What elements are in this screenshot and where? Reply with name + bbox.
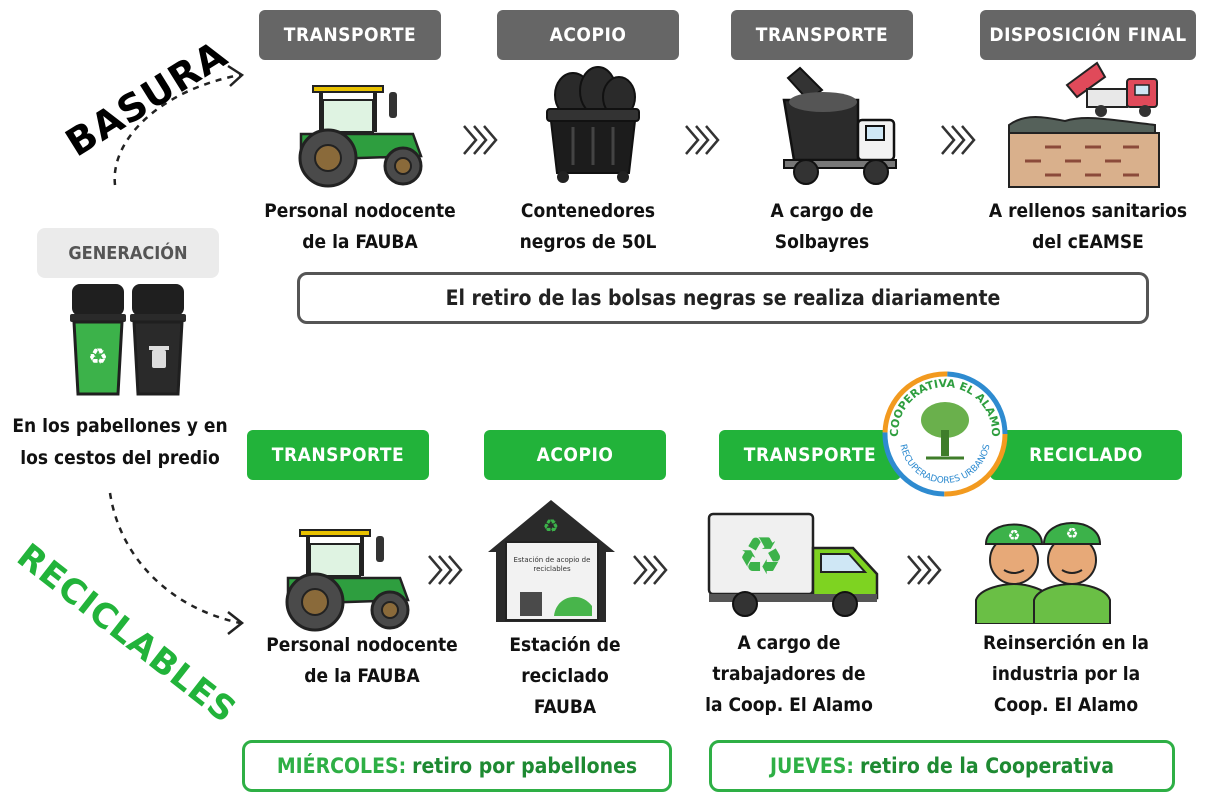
cooperativa-logo: COOPERATIVA EL ALAMO RECUPERADORES URBAN…: [882, 371, 1008, 497]
basura-step4-label: DISPOSICIÓN FINAL: [980, 10, 1196, 60]
tractor-icon: [298, 85, 423, 188]
basura-step3-label: TRANSPORTE: [731, 10, 913, 60]
schedule-jueves-text: retiro de la Cooperativa: [859, 754, 1114, 778]
reciclables-step3-label: TRANSPORTE: [719, 430, 901, 480]
schedule-miercoles-text: retiro por pabellones: [412, 754, 638, 778]
reciclables-dashed-arrow: [108, 492, 245, 635]
recycling-station-icon: ♻ Estación de acopio de reciclables: [484, 496, 619, 624]
schedule-jueves-day: JUEVES:: [769, 754, 854, 778]
basura-step1-label: TRANSPORTE: [259, 10, 441, 60]
black-container-icon: [546, 66, 640, 183]
chevron-arrow-icon: [463, 125, 498, 155]
basura-note-text: El retiro de las bolsas negras se realiz…: [445, 286, 1001, 310]
chevron-arrow-icon: [907, 555, 942, 585]
bins-icon: ♻: [70, 284, 186, 396]
svg-text:♻: ♻: [1008, 528, 1021, 544]
svg-text:♻: ♻: [738, 527, 785, 587]
schedule-miercoles-day: MIÉRCOLES:: [276, 754, 407, 778]
reciclables-step4-label: RECICLADO: [990, 430, 1182, 480]
svg-text:♻: ♻: [1066, 526, 1079, 542]
reciclables-step2-label: ACOPIO: [484, 430, 666, 480]
basura-dashed-arrow: [113, 64, 245, 186]
basura-note-box: El retiro de las bolsas negras se realiz…: [297, 272, 1149, 324]
garbage-truck-icon: [782, 66, 897, 185]
chevron-arrow-icon: [428, 555, 463, 585]
landfill-icon: [1008, 61, 1160, 188]
schedule-jueves-box: JUEVES: retiro de la Cooperativa: [709, 740, 1175, 792]
chevron-arrow-icon: [633, 555, 668, 585]
schedule-miercoles-box: MIÉRCOLES: retiro por pabellones: [242, 740, 672, 792]
workers-icon: ♻ ♻: [975, 522, 1111, 624]
station-sign-text-1: Estación de acopio de: [513, 556, 591, 564]
chevron-arrow-icon: [941, 125, 976, 155]
svg-text:♻: ♻: [88, 345, 108, 370]
generacion-label: GENERACIÓN: [37, 228, 219, 278]
svg-text:♻: ♻: [543, 516, 559, 537]
reciclables-step1-label: TRANSPORTE: [247, 430, 429, 480]
recycling-truck-icon: ♻: [707, 512, 879, 617]
chevron-arrow-icon: [685, 125, 720, 155]
tractor-icon: [285, 529, 410, 632]
basura-step2-label: ACOPIO: [497, 10, 679, 60]
station-sign-text-2: reciclables: [533, 565, 571, 573]
